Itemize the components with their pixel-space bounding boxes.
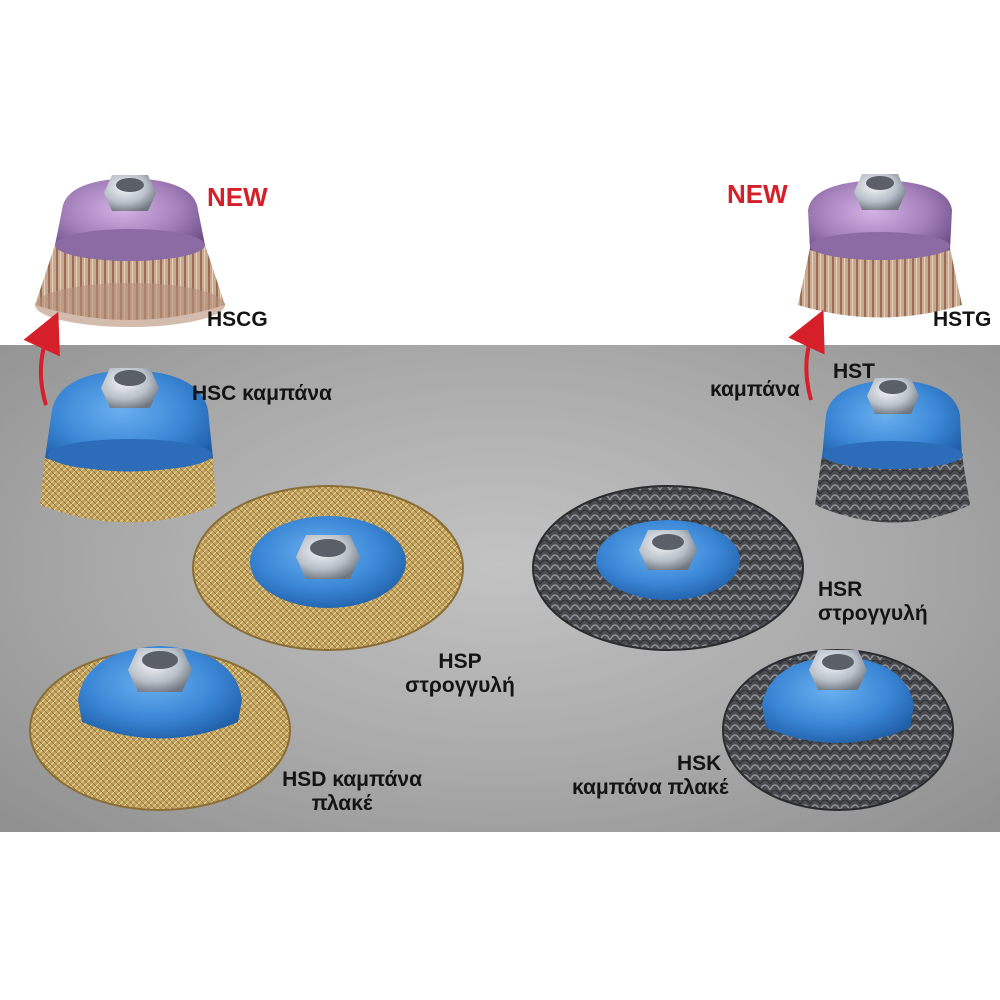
label-hsd-line2: πλακέ [311, 792, 373, 815]
label-hsd: HSD καμπάνα πλακέ [262, 768, 422, 816]
label-hsp-line1: HSP [438, 650, 482, 673]
label-hsr-line1: HSR [818, 578, 863, 601]
hsp-brush-image [192, 485, 464, 651]
label-hsk-line2: καμπάνα πλακέ [572, 776, 729, 799]
hsd-brush-image [29, 646, 291, 811]
label-hsd-line1: HSD καμπάνα [282, 768, 422, 791]
new-badge-left: NEW [207, 182, 268, 212]
label-hstg: HSTG [933, 308, 992, 331]
label-hsk-line1: HSK [677, 752, 722, 775]
label-hsk: HSK καμπάνα πλακέ [572, 752, 728, 800]
label-hst-type: καμπάνα [710, 378, 800, 401]
label-hsr: HSR στρογγυλή [818, 578, 928, 626]
hscg-brush-image [35, 175, 225, 327]
label-hsc: HSC καμπάνα [192, 382, 332, 405]
new-badge-right: NEW [727, 179, 788, 209]
hstg-brush-image [798, 174, 962, 318]
hsk-brush-image [722, 649, 954, 811]
label-hsp: HSP στρογγυλή [395, 650, 525, 698]
label-hst-code: HST [833, 360, 875, 383]
label-hscg: HSCG [207, 308, 268, 331]
hst-brush-image [815, 378, 970, 523]
arrow-hst-to-hstg-icon [788, 309, 825, 401]
arrow-hsc-to-hscg-icon [23, 311, 60, 406]
label-hsr-line2: στρογγυλή [818, 602, 928, 625]
hsr-brush-image [532, 485, 804, 651]
label-hsp-line2: στρογγυλή [405, 674, 515, 697]
hsc-brush-image [40, 368, 216, 523]
